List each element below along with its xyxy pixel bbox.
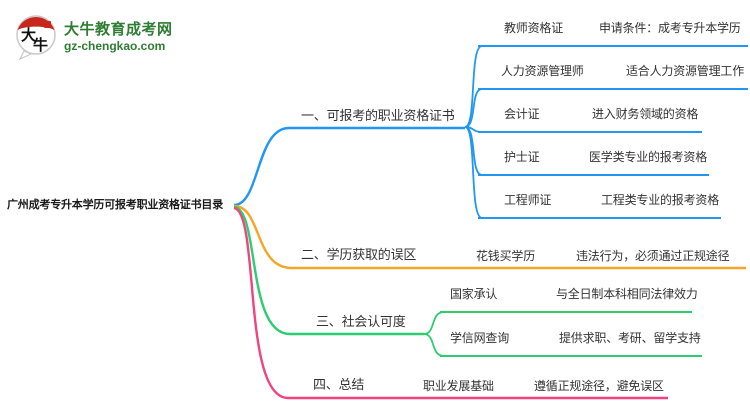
branch-3-label: 三、社会认可度	[316, 314, 406, 329]
branch-2-label: 二、学历获取的误区	[301, 247, 417, 262]
branch-1-child-3-desc: 进入财务领域的资格	[592, 107, 699, 121]
branch-1-child-2-link	[464, 88, 483, 128]
branch-1-child-1-link	[464, 45, 483, 128]
branch-3-root-link	[233, 205, 424, 336]
branch-1-child-4-desc: 医学类专业的报考资格	[589, 150, 708, 164]
branch-3-child-1-link	[423, 311, 445, 335]
logo-title: 大牛教育成考网	[64, 20, 173, 38]
root-node: 广州成考专升本学历可报考职业资格证书目录	[7, 199, 223, 211]
branch-1-child-2-name: 人力资源管理师	[501, 64, 584, 78]
branch-3-child-2-link	[423, 333, 445, 357]
branch-4-root-link	[233, 206, 668, 400]
branch-2-child-1-desc: 违法行为，必须通过正规途径	[576, 249, 730, 263]
branch-1-child-5-desc: 工程类专业的报考资格	[601, 193, 720, 207]
branch-1-child-4-name: 护士证	[504, 150, 540, 164]
branch-3-child-2-name: 学信网查询	[450, 331, 510, 345]
branch-1-child-5-name: 工程师证	[504, 193, 552, 207]
branch-3-child-1-desc: 与全日制本科相同法律效力	[556, 287, 698, 301]
branch-4-child-1-desc: 遵循正规途径，避免误区	[534, 379, 664, 393]
branch-1-root-link	[233, 126, 465, 207]
branch-1-child-1-desc: 申请条件：成考专升本学历	[599, 21, 741, 35]
logo-text: 大牛教育成考网 gz-chengkao.com	[64, 20, 173, 53]
site-logo[interactable]: 大 牛 大牛教育成考网 gz-chengkao.com	[14, 12, 173, 60]
branch-1-child-2-desc: 适合人力资源管理工作	[626, 64, 745, 78]
branch-2-child-1-name: 花钱买学历	[476, 249, 536, 263]
branch-3-child-2-desc: 提供求职、考研、留学支持	[559, 331, 701, 345]
branch-4-child-1-name: 职业发展基础	[423, 379, 494, 393]
branch-1-child-5-link	[464, 126, 483, 219]
branch-1-label: 一、可报考的职业资格证书	[301, 108, 455, 123]
branch-3-child-1-name: 国家承认	[450, 287, 498, 301]
svg-text:大: 大	[21, 26, 36, 44]
branch-2-root-link	[233, 204, 746, 270]
logo-bull-icon: 大 牛	[16, 15, 56, 60]
svg-text:牛: 牛	[33, 36, 48, 54]
branch-4-label: 四、总结	[313, 377, 365, 392]
branch-1-child-3-name: 会计证	[504, 107, 540, 121]
logo-subtitle: gz-chengkao.com	[64, 38, 166, 53]
branch-1-child-1-name: 教师资格证	[504, 21, 564, 35]
